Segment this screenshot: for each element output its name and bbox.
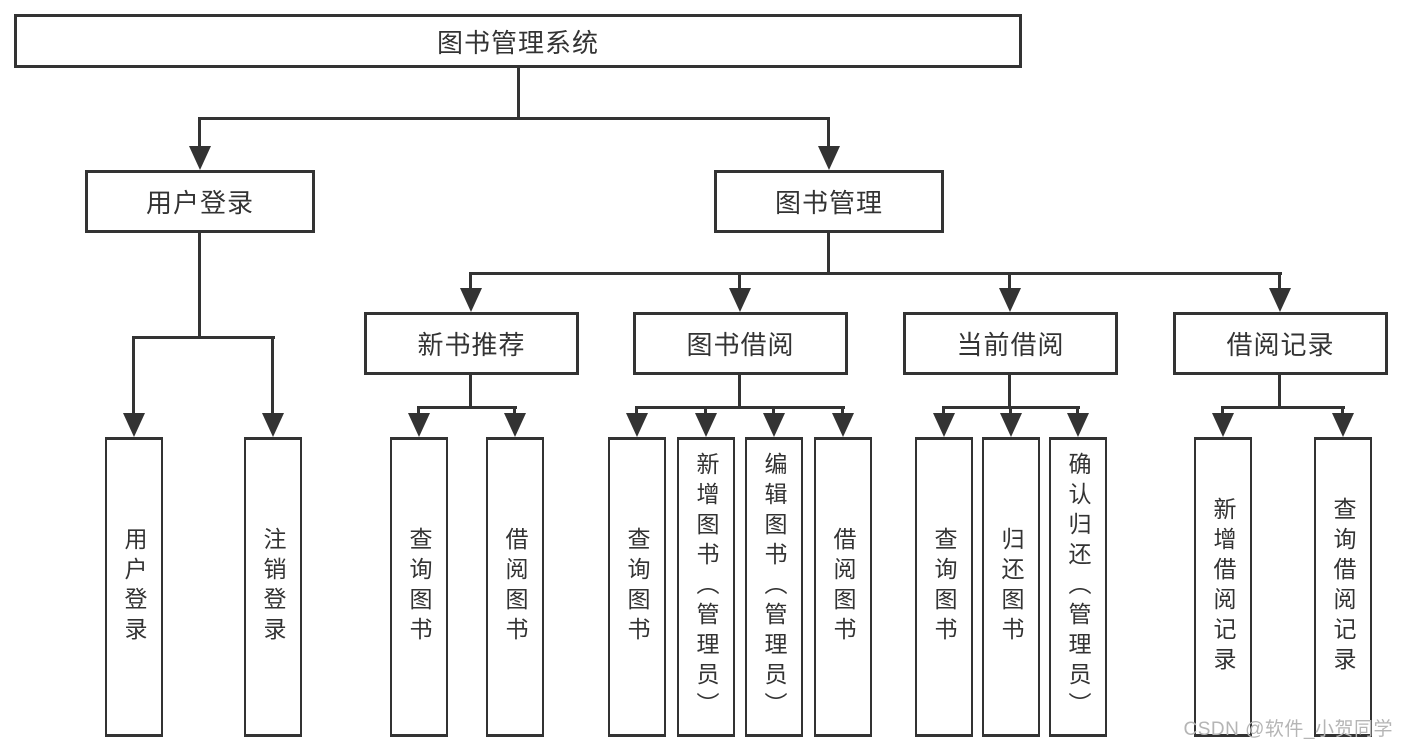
node-label: 用户登录 [145,188,254,218]
connector-line [513,406,516,415]
arrowhead-icon [999,288,1021,312]
leaf-query-books-recommend: 查询图书 [390,437,448,737]
node-label: 注销登录 [260,527,286,647]
arrowhead-icon [832,413,854,437]
node-label: 图书管理系统 [436,27,599,58]
node-label: 借阅记录 [1226,330,1335,360]
node-library-management-system: 图书管理系统 [14,14,1022,68]
leaf-user-login: 用户登录 [105,437,163,737]
arrowhead-icon [408,413,430,437]
connector-line [469,375,472,409]
leaf-edit-book-admin: 编辑图书（管理员） [745,437,803,737]
leaf-query-books-borrowing: 查询图书 [608,437,666,737]
connector-line [417,406,420,415]
node-new-book-recommend: 新书推荐 [364,312,579,375]
node-borrowing-records: 借阅记录 [1173,312,1388,375]
arrowhead-icon [1212,413,1234,437]
arrowhead-icon [1000,413,1022,437]
arrowhead-icon [933,413,955,437]
connector-line [841,406,844,415]
node-label: 当前借阅 [956,330,1065,360]
connector-line [132,336,135,415]
connector-line [469,272,1282,275]
leaf-add-borrow-record: 新增借阅记录 [1194,437,1252,737]
node-label: 归还图书 [998,527,1024,647]
connector-line [271,336,274,415]
node-label: 借阅图书 [830,527,856,647]
connector-line [469,272,472,290]
connector-line [738,272,741,290]
leaf-query-books-current: 查询图书 [915,437,973,737]
node-label: 确认归还（管理员） [1065,452,1091,722]
arrowhead-icon [729,288,751,312]
connector-line [417,406,517,409]
arrowhead-icon [460,288,482,312]
node-label: 图书管理 [774,188,883,218]
csdn-watermark: CSDN @软件_小贺同学 [1183,719,1393,740]
connector-line [1076,406,1079,415]
connector-line [132,336,275,339]
connector-line [1278,375,1281,409]
arrowhead-icon [695,413,717,437]
arrowhead-icon [626,413,648,437]
arrowhead-icon [504,413,526,437]
connector-line [198,117,201,148]
arrowhead-icon [1067,413,1089,437]
connector-line [1278,272,1281,290]
arrowhead-icon [123,413,145,437]
arrowhead-icon [1269,288,1291,312]
node-label: 新增借阅记录 [1210,497,1236,677]
arrowhead-icon [1332,413,1354,437]
node-label: 查询图书 [624,527,650,647]
connector-line [198,233,201,337]
connector-line [704,406,707,415]
node-book-borrowing: 图书借阅 [633,312,848,375]
node-label: 编辑图书（管理员） [761,452,787,722]
connector-line [738,375,741,409]
connector-line [772,406,775,415]
arrowhead-icon [262,413,284,437]
connector-line [198,117,830,120]
arrowhead-icon [189,146,211,170]
node-current-borrowing: 当前借阅 [903,312,1118,375]
leaf-borrow-books-recommend: 借阅图书 [486,437,544,737]
node-label: 查询图书 [931,527,957,647]
node-label: 新增图书（管理员） [693,452,719,722]
node-label: 查询借阅记录 [1330,497,1356,677]
node-book-management: 图书管理 [714,170,944,233]
leaf-query-borrow-record: 查询借阅记录 [1314,437,1372,737]
connector-line [635,406,638,415]
connector-line [942,406,945,415]
node-label: 新书推荐 [417,330,526,360]
connector-line [635,406,845,409]
leaf-add-book-admin: 新增图书（管理员） [677,437,735,737]
leaf-logout: 注销登录 [244,437,302,737]
connector-line [1009,406,1012,415]
node-label: 借阅图书 [502,527,528,647]
leaf-return-books: 归还图书 [982,437,1040,737]
connector-line [1221,406,1224,415]
arrowhead-icon [763,413,785,437]
node-label: 用户登录 [121,527,147,647]
connector-line [827,117,830,148]
connector-line [1341,406,1344,415]
connector-line [1008,272,1011,290]
node-label: 查询图书 [406,527,432,647]
connector-line [517,68,520,118]
node-user-login: 用户登录 [85,170,315,233]
leaf-borrow-books-borrowing: 借阅图书 [814,437,872,737]
arrowhead-icon [818,146,840,170]
connector-line [827,233,830,275]
node-label: 图书借阅 [686,330,795,360]
connector-line [1008,375,1011,409]
connector-line [1221,406,1345,409]
leaf-confirm-return-admin: 确认归还（管理员） [1049,437,1107,737]
